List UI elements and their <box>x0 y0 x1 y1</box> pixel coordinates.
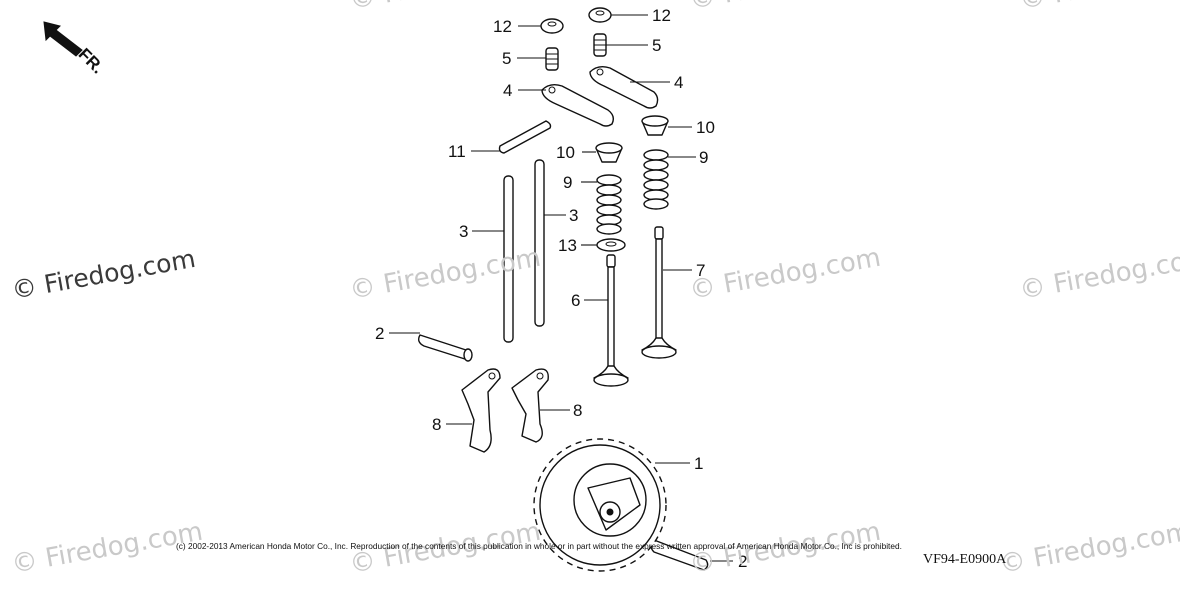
leader-lines <box>389 14 733 562</box>
part-1-camshaft-gear <box>533 438 667 572</box>
diagram-code: VF94-E0900A <box>923 552 1007 567</box>
callout-5-right: 5 <box>652 36 661 55</box>
part-9-spring-right <box>643 149 669 210</box>
part-6-valve <box>593 254 629 387</box>
part-5-pivot-right <box>593 33 607 57</box>
part-8-follower-left <box>461 368 501 453</box>
part-9-spring-left <box>596 174 622 235</box>
callout-11: 11 <box>448 142 466 161</box>
callout-13: 13 <box>558 236 577 255</box>
part-3-pushrod-right <box>534 159 545 327</box>
callout-4-left: 4 <box>503 81 512 100</box>
callout-3-right: 3 <box>569 206 578 225</box>
callout-3-left: 3 <box>459 222 468 241</box>
part-8-follower-right <box>511 368 549 443</box>
part-11-short-rod <box>498 120 552 154</box>
part-12-nut-left <box>540 18 564 34</box>
part-4-rocker-arm-right <box>589 65 659 109</box>
callout-9-right: 9 <box>699 148 708 167</box>
callout-8-right: 8 <box>573 401 582 420</box>
callout-2-lower: 2 <box>738 552 747 571</box>
part-10-retainer-left <box>595 142 623 163</box>
callout-4-right: 4 <box>674 73 683 92</box>
part-12-nut-right <box>588 7 612 23</box>
callout-12-left: 12 <box>493 17 512 36</box>
part-4-rocker-arm-left <box>541 83 615 127</box>
callout-7: 7 <box>696 261 705 280</box>
part-10-retainer-right <box>641 115 669 136</box>
part-5-pivot-left <box>545 47 559 71</box>
callout-9-left: 9 <box>563 173 572 192</box>
callout-10-left: 10 <box>556 143 575 162</box>
part-7-valve <box>641 226 677 359</box>
callout-8-left: 8 <box>432 415 441 434</box>
callout-5-left: 5 <box>502 49 511 68</box>
callout-1: 1 <box>694 454 703 473</box>
part-13-spring-seat <box>596 238 626 252</box>
callout-10-right: 10 <box>696 118 715 137</box>
callout-6: 6 <box>571 291 580 310</box>
copyright-notice: (c) 2002-2013 American Honda Motor Co., … <box>176 541 902 551</box>
part-3-pushrod-left <box>503 175 514 343</box>
callout-12-right: 12 <box>652 6 671 25</box>
callout-2-upper: 2 <box>375 324 384 343</box>
part-2-pin-upper <box>417 334 473 362</box>
front-direction-arrow-icon <box>43 21 83 57</box>
